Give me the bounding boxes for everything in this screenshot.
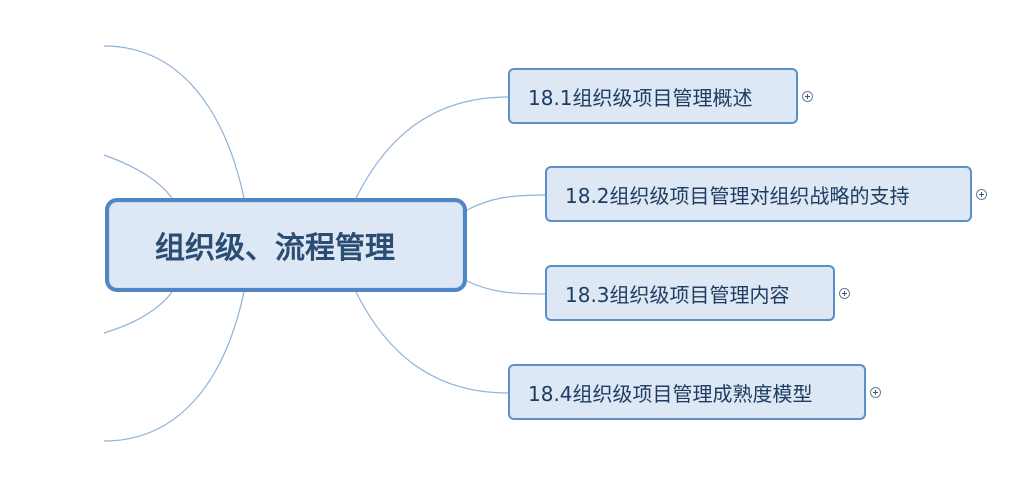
connector-branch-4 xyxy=(355,291,509,394)
connector-branch-2 xyxy=(466,194,546,211)
expand-plus-icon[interactable] xyxy=(870,387,881,398)
branch-topic-18-4[interactable]: 18.4组织级项目管理成熟度模型 xyxy=(508,364,866,420)
branch-topic-18-2[interactable]: 18.2组织级项目管理对组织战略的支持 xyxy=(545,166,972,222)
left-connector-4 xyxy=(103,291,245,442)
connector-branch-1 xyxy=(355,96,509,199)
expand-plus-icon[interactable] xyxy=(802,91,813,102)
expand-plus-icon[interactable] xyxy=(976,189,987,200)
branch-topic-label: 18.1组织级项目管理概述 xyxy=(528,85,753,110)
branch-topic-label: 18.4组织级项目管理成熟度模型 xyxy=(528,381,813,406)
branch-topic-label: 18.2组织级项目管理对组织战略的支持 xyxy=(565,183,910,208)
connector-branch-3 xyxy=(466,280,546,295)
branch-topic-label: 18.3组织级项目管理内容 xyxy=(565,282,790,307)
left-connector-3 xyxy=(103,291,173,334)
central-topic-label: 组织级、流程管理 xyxy=(155,231,395,266)
left-connector-2 xyxy=(103,154,173,199)
branch-topic-18-1[interactable]: 18.1组织级项目管理概述 xyxy=(508,68,798,124)
left-connector-1 xyxy=(103,45,245,199)
expand-plus-icon[interactable] xyxy=(839,288,850,299)
central-topic[interactable]: 组织级、流程管理 xyxy=(105,198,467,292)
branch-topic-18-3[interactable]: 18.3组织级项目管理内容 xyxy=(545,265,835,321)
